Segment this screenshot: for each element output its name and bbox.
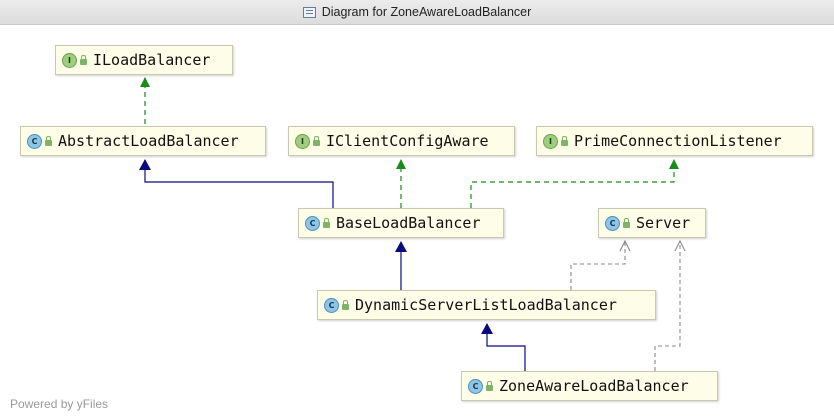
class-icon: C [27,133,42,149]
arrowhead-depends [619,239,631,252]
node-abstractloadbalancer[interactable]: C AbstractLoadBalancer [20,126,266,156]
interface-icon: I [295,133,310,149]
class-icon: C [324,297,339,313]
class-icon: C [305,215,320,231]
node-primeconnectionlistener[interactable]: I PrimeConnectionListener [536,126,813,156]
edges-layer [139,77,686,371]
diagram-canvas[interactable]: I ILoadBalancer C AbstractLoadBalancer I… [0,25,834,420]
lock-icon [561,135,568,146]
edge-zoneaware-to-server [654,242,681,371]
node-iloadbalancer[interactable]: I ILoadBalancer [55,45,233,75]
powered-by-footer: Powered by yFiles [10,397,109,411]
diagram-icon [302,6,316,18]
node-label: IClientConfigAware [326,132,489,150]
edge-zoneaware-to-dynamicserverlist [486,324,526,371]
edge-baseloadbalancer-to-primeconnectionlistener [470,160,675,208]
interface-icon: I [543,133,558,149]
window-title-bar: Diagram for ZoneAwareLoadBalancer [0,0,834,25]
interface-icon: I [62,52,77,68]
arrowhead-extends [395,241,407,252]
node-label: DynamicServerListLoadBalancer [355,296,617,314]
edge-dynamicserverlist-to-server [570,242,626,290]
lock-icon [323,217,330,228]
node-label: Server [636,214,691,232]
node-label: PrimeConnectionListener [574,132,782,150]
node-dynamicserverlistloadbalancer[interactable]: C DynamicServerListLoadBalancer [317,290,656,320]
lock-icon [313,135,320,146]
lock-icon [80,54,87,65]
node-zoneawareloadbalancer[interactable]: C ZoneAwareLoadBalancer [461,371,718,401]
node-label: AbstractLoadBalancer [58,132,239,150]
node-server[interactable]: C Server [598,208,706,238]
node-label: BaseLoadBalancer [336,214,481,232]
node-label: ZoneAwareLoadBalancer [499,377,689,395]
arrowhead-extends [139,159,151,170]
arrowhead-extends [481,323,493,334]
class-icon: C [468,378,483,394]
window-title: Diagram for ZoneAwareLoadBalancer [321,5,532,19]
node-baseloadbalancer[interactable]: C BaseLoadBalancer [298,208,504,238]
node-label: ILoadBalancer [93,51,211,69]
arrowhead-implements [396,159,406,169]
node-iclientconfigaware[interactable]: I IClientConfigAware [288,126,515,156]
lock-icon [342,299,349,310]
lock-icon [623,217,630,228]
edge-baseloadbalancer-to-abstractloadbalancer [144,160,334,208]
lock-icon [45,135,52,146]
lock-icon [486,380,493,391]
arrowhead-implements [669,159,679,169]
arrowhead-depends [674,239,686,252]
class-icon: C [605,215,620,231]
arrowhead-implements [140,77,150,87]
